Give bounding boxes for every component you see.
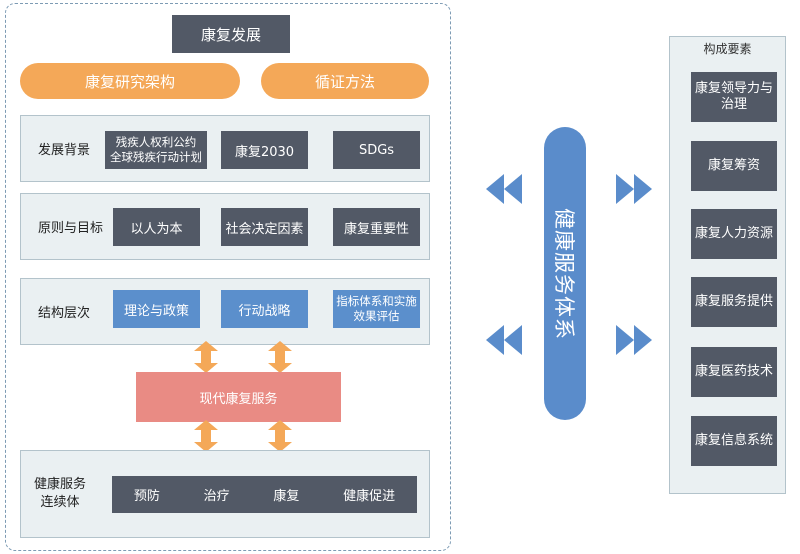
health-service-system-pill: 健康服务体系 xyxy=(544,127,586,420)
component-item: 康复服务提供 xyxy=(691,277,777,327)
evidence-method-pill: 循证方法 xyxy=(261,63,429,99)
continuum-item: 治疗 xyxy=(203,489,230,504)
double-arrow-icon xyxy=(194,341,218,373)
components-title: 构成要素 xyxy=(703,42,752,56)
chevron-right-icon xyxy=(616,325,652,355)
principles-label: 原则与目标 xyxy=(38,221,104,236)
structure-item: 行动战略 xyxy=(221,290,308,328)
background-item: 康复2030 xyxy=(221,131,308,169)
continuum-item: 康复 xyxy=(273,489,300,504)
structure-item: 理论与政策 xyxy=(113,290,200,328)
background-label: 发展背景 xyxy=(38,143,91,158)
chevron-right-icon xyxy=(616,174,652,204)
double-arrow-icon xyxy=(268,341,292,373)
background-item: 残疾人权利公约 全球残疾行动计划 xyxy=(105,131,207,169)
continuum-label: 健康服务 连续体 xyxy=(33,477,86,510)
structure-label: 结构层次 xyxy=(38,306,91,321)
component-item: 康复医药技术 xyxy=(691,347,777,397)
principles-item: 社会决定因素 xyxy=(221,208,308,246)
double-arrow-icon xyxy=(194,420,218,452)
structure-item: 指标体系和实施 效果评估 xyxy=(333,290,420,328)
principles-item: 康复重要性 xyxy=(333,208,420,246)
health-service-system-label: 健康服务体系 xyxy=(552,207,576,340)
background-item: SDGs xyxy=(333,131,420,169)
research-framework-pill: 康复研究架构 xyxy=(20,63,240,99)
component-item: 康复信息系统 xyxy=(691,416,777,466)
chevron-left-icon xyxy=(486,325,522,355)
chevron-left-icon xyxy=(486,174,522,204)
double-arrow-icon xyxy=(268,420,292,452)
continuum-bar: 预防 治疗 康复 健康促进 xyxy=(112,476,417,513)
rehab-development-frame xyxy=(5,3,451,551)
continuum-item: 健康促进 xyxy=(343,489,396,504)
component-item: 康复人力资源 xyxy=(691,209,777,259)
component-item: 康复领导力与 治理 xyxy=(691,72,777,122)
component-item: 康复筹资 xyxy=(691,141,777,191)
modern-rehab-service-box: 现代康复服务 xyxy=(136,372,341,422)
diagram-title: 康复发展 xyxy=(172,15,290,53)
continuum-item: 预防 xyxy=(133,489,160,504)
principles-item: 以人为本 xyxy=(113,208,200,246)
